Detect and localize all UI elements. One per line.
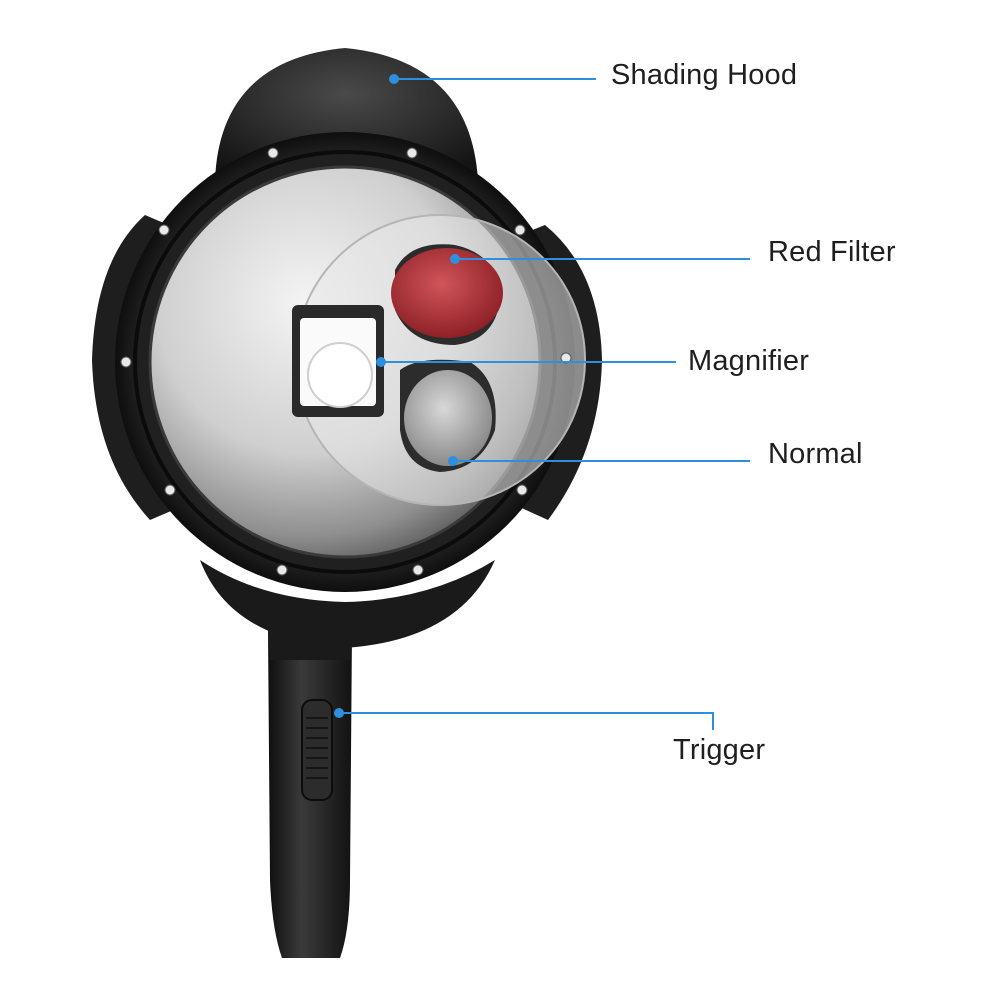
normal-lens xyxy=(400,359,496,472)
trigger-button xyxy=(301,699,333,801)
screws xyxy=(120,147,572,576)
callout-dots xyxy=(334,74,460,718)
red-filter xyxy=(391,244,503,345)
magnifier-holder xyxy=(292,305,384,417)
callout-lines xyxy=(339,78,750,730)
label-shading-hood: Shading Hood xyxy=(611,59,798,91)
label-normal: Normal xyxy=(768,438,863,470)
bottom-hood xyxy=(200,560,495,648)
handle-grip xyxy=(268,630,352,958)
label-magnifier: Magnifier xyxy=(688,345,810,377)
label-trigger: Trigger xyxy=(673,734,766,766)
label-red-filter: Red Filter xyxy=(768,236,896,268)
callout-line-trigger xyxy=(339,712,714,730)
